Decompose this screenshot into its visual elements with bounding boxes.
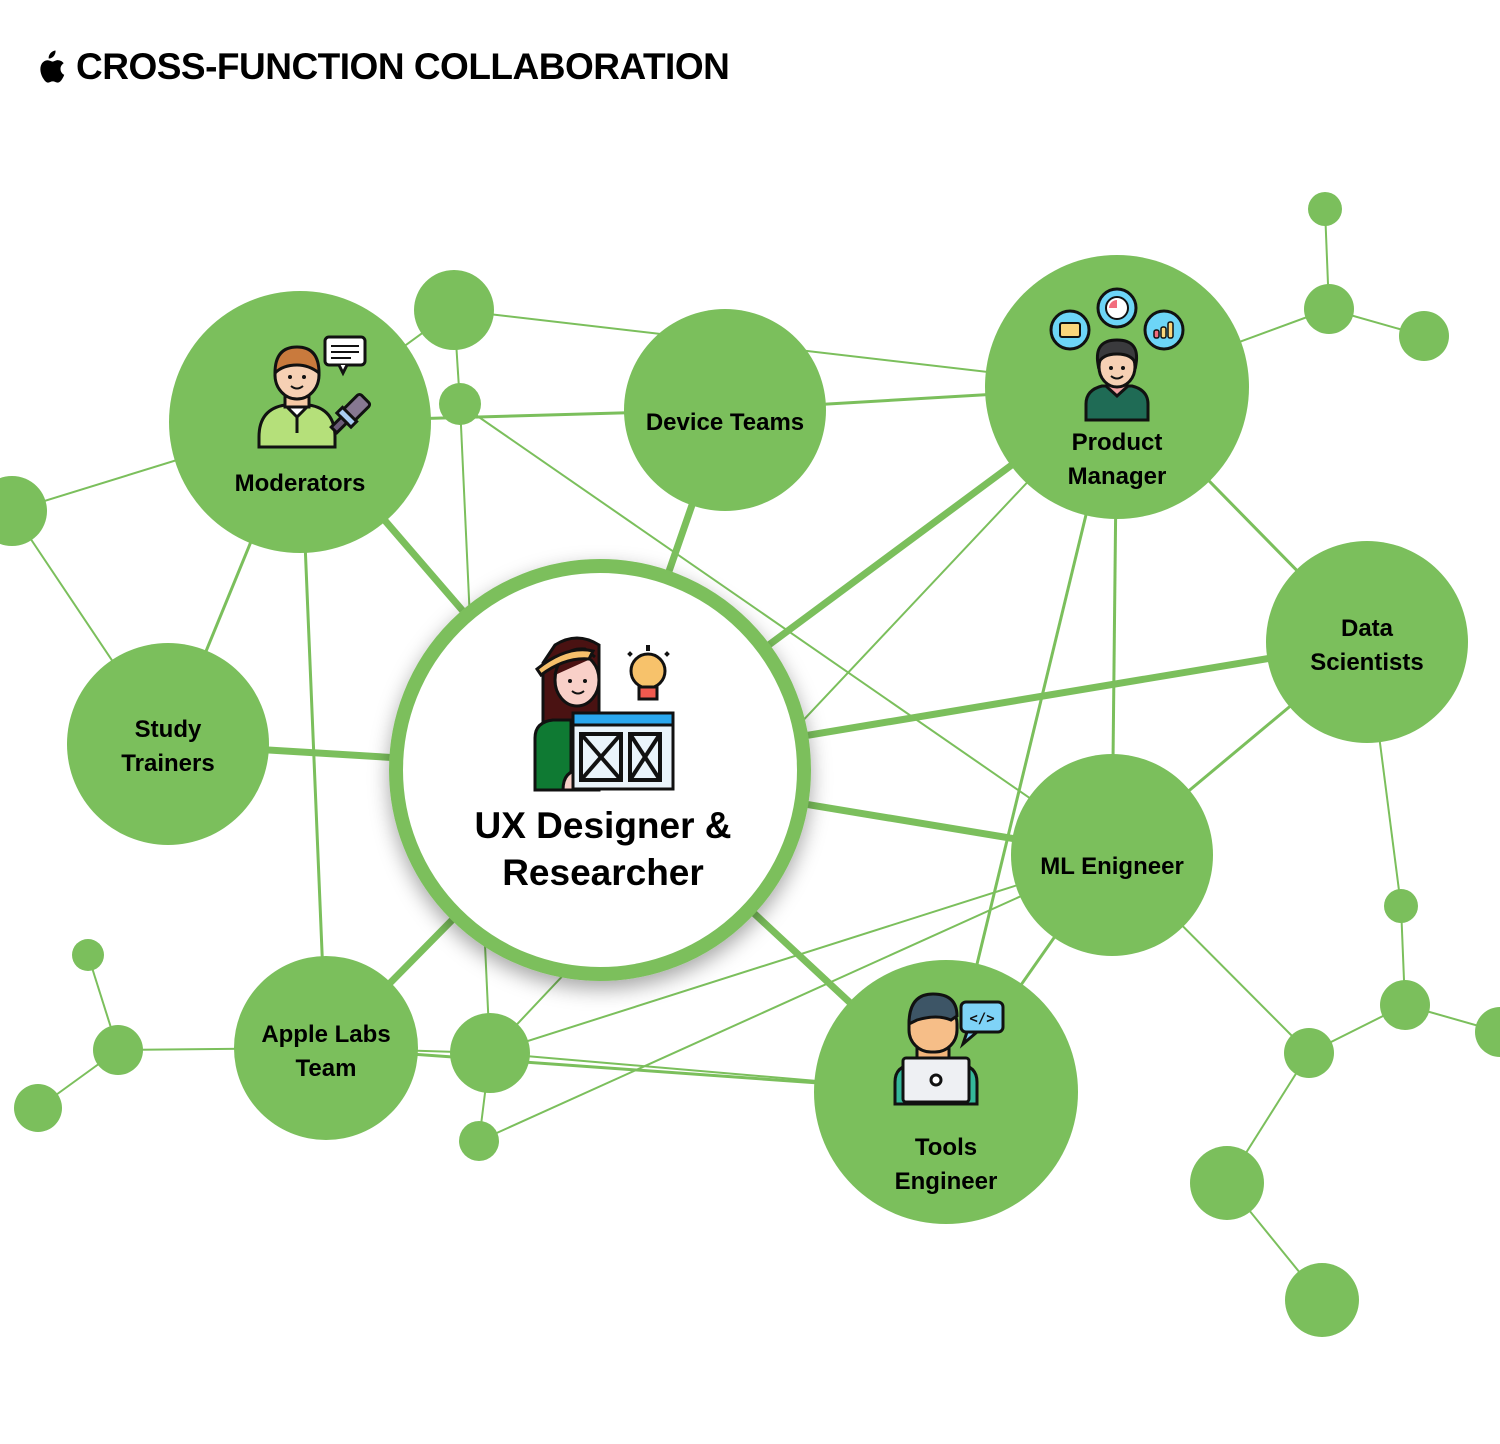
role-node-label: Device Teams (646, 409, 804, 436)
decorative-node-dot (14, 1084, 62, 1132)
role-node-label: Manager (1068, 463, 1167, 490)
svg-text:</>: </> (969, 1011, 994, 1027)
designer-wireframe-icon (533, 636, 675, 792)
role-node-label: Moderators (235, 470, 366, 497)
decorative-node-dot (1475, 1007, 1500, 1057)
decorative-node-dot (1284, 1028, 1334, 1078)
decorative-node-dot (93, 1025, 143, 1075)
role-node-label: Engineer (895, 1168, 998, 1195)
apple-logo-icon (40, 50, 65, 83)
decorative-node-dot (1285, 1263, 1359, 1337)
center-node-label: UX Designer & (474, 805, 731, 846)
role-node-circle (1266, 541, 1468, 743)
role-node-ml: ML Enigneer (1011, 754, 1213, 956)
decorative-node-dot (0, 476, 47, 546)
role-node-label: Tools (915, 1134, 977, 1161)
decorative-node-dot (459, 1121, 499, 1161)
role-node-circle (1011, 754, 1213, 956)
moderator-microphone-icon (257, 335, 372, 449)
role-node-label: Apple Labs (261, 1021, 390, 1048)
header: CROSS-FUNCTION COLLABORATION (32, 44, 730, 90)
developer-laptop-icon: </> (893, 992, 1005, 1106)
product-manager-icon (1049, 287, 1185, 422)
role-node-label: Scientists (1310, 649, 1423, 676)
role-node-moderators: Moderators (169, 291, 431, 553)
center-node-ux-designer: UX Designer & Researcher (389, 559, 811, 981)
decorative-node-dot (1190, 1146, 1264, 1220)
decorative-node-dot (1384, 889, 1418, 923)
role-node-label: ML Enigneer (1040, 853, 1184, 880)
center-node-label: Researcher (502, 852, 704, 893)
role-node-label: Data (1341, 615, 1394, 642)
decorative-node-dot (1380, 980, 1430, 1030)
decorative-node-dot (450, 1013, 530, 1093)
decorative-node-dot (439, 383, 481, 425)
decorative-node-dot (1399, 311, 1449, 361)
page-title: CROSS-FUNCTION COLLABORATION (76, 46, 730, 87)
role-node-label: Team (296, 1055, 357, 1082)
decorative-node-dot (414, 270, 494, 350)
role-node-device: Device Teams (624, 309, 826, 511)
role-node-circle (624, 309, 826, 511)
role-node-label: Product (1072, 429, 1163, 456)
role-node-label: Study (135, 716, 202, 743)
role-node-circle (234, 956, 418, 1140)
role-node-circle (67, 643, 269, 845)
connector-line (478, 854, 1113, 1142)
role-node-label: Trainers (121, 750, 214, 777)
decorative-node-dot (1308, 192, 1342, 226)
decorative-node-dot (1304, 284, 1354, 334)
decorative-node-dot (72, 939, 104, 971)
